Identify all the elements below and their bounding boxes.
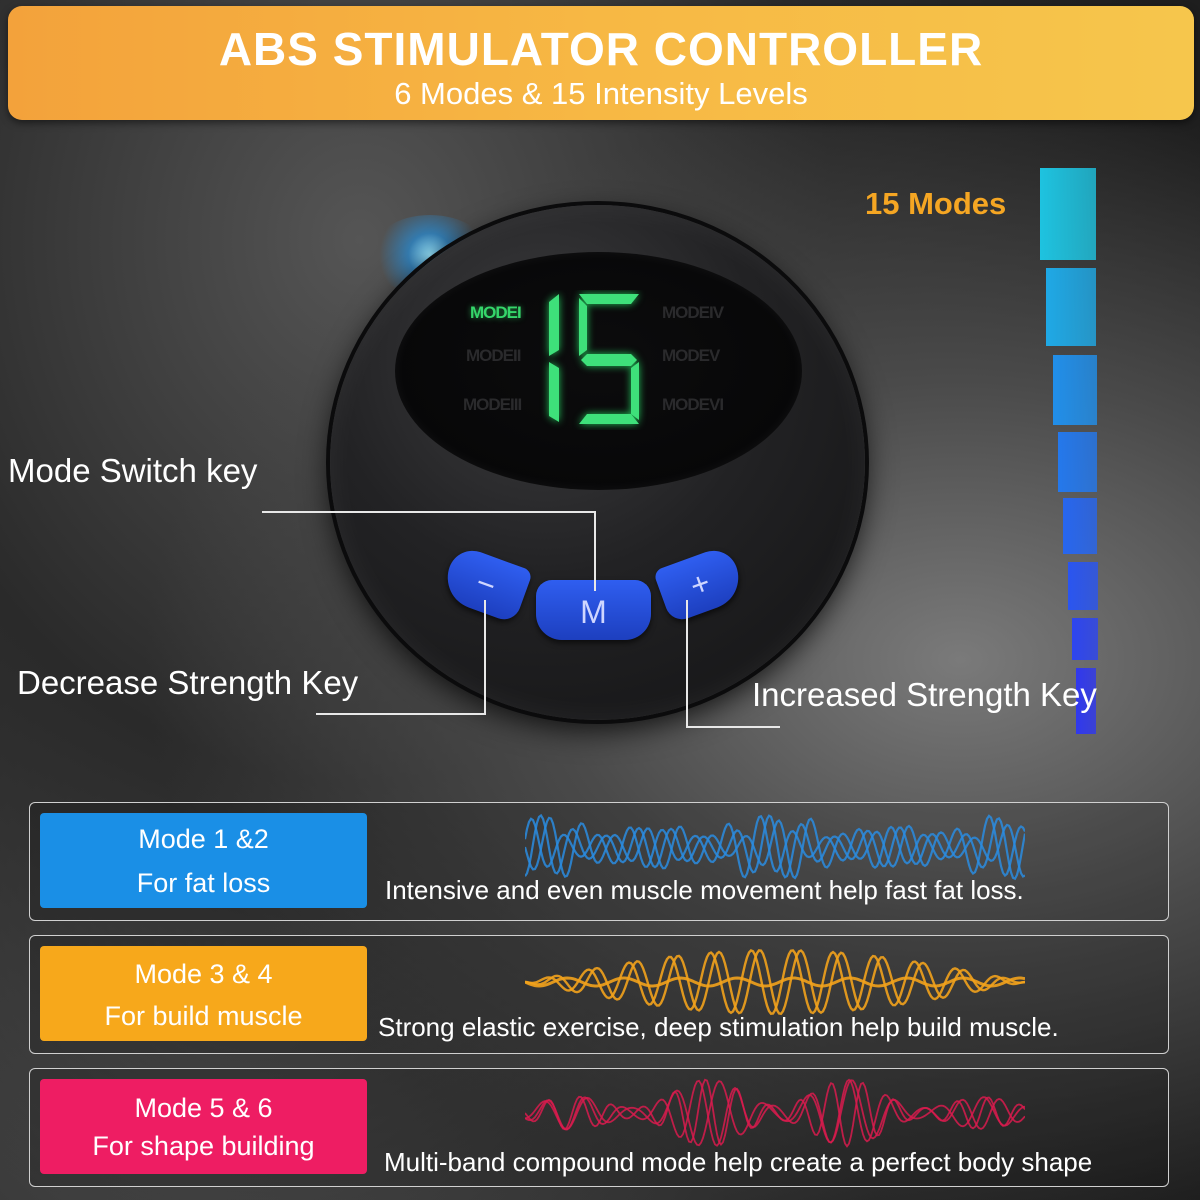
intensity-bar	[1040, 168, 1096, 260]
build-muscle-waveform	[525, 948, 1025, 1016]
mode-badge-fat-loss: Mode 1 &2 For fat loss	[40, 813, 367, 908]
mode-badge-title: Mode 5 & 6	[134, 1093, 273, 1123]
display-mode-1: MODEI	[470, 303, 522, 322]
mode-description: Intensive and even muscle movement help …	[385, 875, 1024, 905]
display-mode-2: MODEII	[466, 346, 521, 365]
waveform-line	[525, 816, 1025, 880]
mode-badge-subtitle: For build muscle	[104, 1001, 303, 1031]
mode-switch-callout: Mode Switch key	[8, 452, 258, 489]
callout-line	[594, 511, 596, 591]
page-subtitle: 6 Modes & 15 Intensity Levels	[394, 76, 808, 111]
mode-badge-title: Mode 1 &2	[138, 824, 269, 854]
mode-description: Strong elastic exercise, deep stimulatio…	[378, 1012, 1059, 1042]
waveform-line	[525, 1079, 1025, 1147]
mode-description: Multi-band compound mode help create a p…	[384, 1147, 1093, 1177]
header-banner: ABS STIMULATOR CONTROLLER 6 Modes & 15 I…	[8, 6, 1194, 120]
waveform-line	[525, 949, 1025, 1016]
intensity-bar	[1058, 432, 1097, 492]
mode-row-build-muscle: Mode 3 & 4 For build muscle Strong elast…	[29, 935, 1169, 1054]
callout-line	[686, 600, 688, 728]
callout-line	[316, 713, 486, 715]
waveform-line	[525, 813, 1025, 881]
display-mode-3: MODEIII	[463, 395, 522, 414]
intensity-label: 15 Modes	[865, 186, 1007, 221]
waveform-line	[525, 948, 1025, 1015]
seven-segment-display	[549, 294, 639, 424]
shape-building-waveform	[525, 1078, 1025, 1148]
mode-badge-title: Mode 3 & 4	[134, 959, 273, 989]
mode-badge-shape-building: Mode 5 & 6 For shape building	[40, 1079, 367, 1174]
intensity-bar	[1072, 618, 1098, 660]
mode-row-shape-building: Mode 5 & 6 For shape building Multi-band…	[29, 1068, 1169, 1187]
mode-badge-subtitle: For shape building	[92, 1131, 315, 1161]
callout-line	[686, 726, 780, 728]
callout-line	[484, 600, 486, 715]
display-mode-6: MODEVI	[662, 395, 724, 414]
intensity-bar	[1068, 562, 1098, 610]
fat-loss-waveform	[525, 813, 1025, 881]
intensity-bar	[1076, 668, 1096, 734]
display-mode-4: MODEIV	[662, 303, 724, 322]
waveform-line	[525, 814, 1025, 879]
waveform-line	[525, 1078, 1025, 1147]
increase-callout: Increased Strength Key	[752, 676, 1097, 713]
intensity-bar	[1063, 498, 1097, 554]
intensity-bar	[1053, 355, 1097, 425]
intensity-bar	[1046, 268, 1096, 346]
decrease-callout: Decrease Strength Key	[17, 664, 359, 701]
lcd-screen	[395, 252, 802, 490]
callout-line	[262, 511, 596, 513]
waveform-line	[525, 976, 1025, 988]
mode-badge-build-muscle: Mode 3 & 4 For build muscle	[40, 946, 367, 1041]
display-mode-5: MODEV	[662, 346, 720, 365]
mode-badge-subtitle: For fat loss	[136, 868, 271, 898]
mode-row-fat-loss: Mode 1 &2 For fat loss Intensive and eve…	[29, 802, 1169, 921]
page-title: ABS STIMULATOR CONTROLLER	[218, 23, 984, 75]
mode-switch-button[interactable]: M	[536, 580, 651, 640]
